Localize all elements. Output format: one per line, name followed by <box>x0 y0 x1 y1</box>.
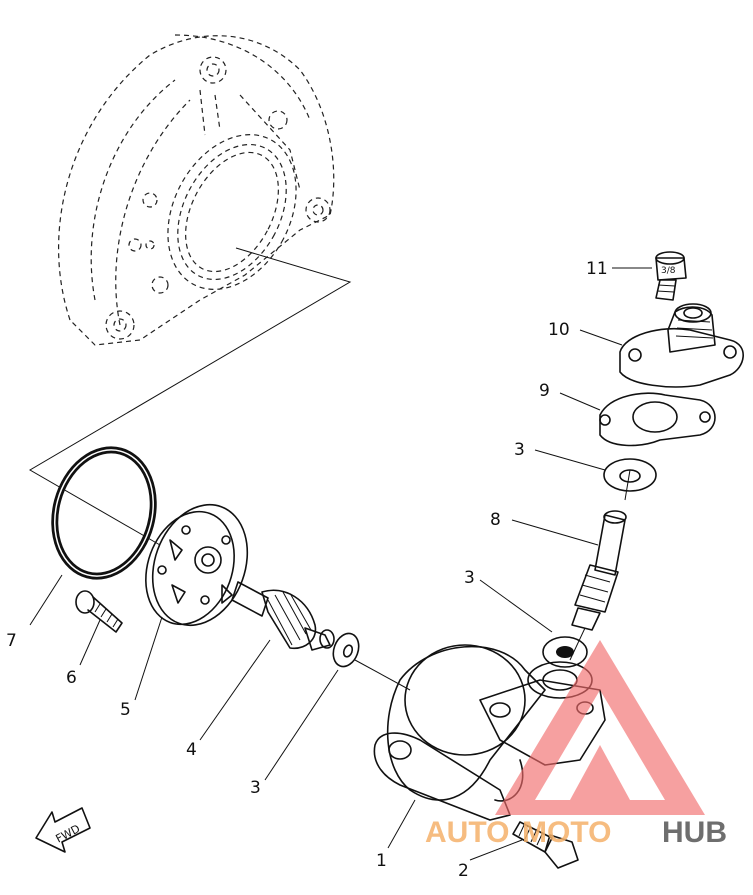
label-part-4: 4 <box>186 740 197 760</box>
watermark-hub: HUB <box>662 816 727 849</box>
fitting-plate <box>619 303 744 388</box>
label-part-9: 9 <box>539 381 550 401</box>
driven-gear-shaft <box>571 510 627 631</box>
o-ring <box>51 446 157 580</box>
watermark: AUTO MOTO HUB <box>425 640 727 849</box>
label-part-10: 10 <box>548 320 570 340</box>
shaft-axis <box>569 469 631 661</box>
part-labels: 11 10 9 3 8 3 7 6 5 4 3 1 2 <box>6 259 608 881</box>
washer-lower-right <box>542 636 588 668</box>
leader-lines <box>29 267 652 861</box>
label-part-3-mid: 3 <box>464 568 475 588</box>
gasket <box>599 392 716 447</box>
projection-lines <box>29 247 352 546</box>
label-part-3-top: 3 <box>514 440 525 460</box>
assembly-axis <box>354 659 411 691</box>
label-part-3-low: 3 <box>250 778 261 798</box>
screw <box>75 590 123 633</box>
washer-left <box>332 632 360 668</box>
engine-cover-housing <box>58 34 335 346</box>
label-part-1: 1 <box>376 851 387 871</box>
bolt <box>512 821 579 869</box>
label-part-8: 8 <box>490 510 501 530</box>
drive-gear-shaft <box>231 581 335 651</box>
fwd-arrow: FWD <box>35 807 91 853</box>
label-part-2: 2 <box>458 861 469 881</box>
small-bolt: 3/8 <box>655 251 687 301</box>
watermark-moto: MOTO <box>522 816 611 849</box>
watermark-triangle <box>495 640 705 815</box>
label-part-5: 5 <box>120 700 131 720</box>
label-part-7: 7 <box>6 631 17 651</box>
bolt-mark-text: 3/8 <box>661 266 676 276</box>
watermark-auto: AUTO <box>425 816 509 849</box>
washer-upper-right <box>603 458 657 492</box>
fwd-label: FWD <box>54 822 83 846</box>
retainer-plate <box>145 503 249 627</box>
label-part-11: 11 <box>586 259 608 279</box>
label-part-6: 6 <box>66 668 77 688</box>
